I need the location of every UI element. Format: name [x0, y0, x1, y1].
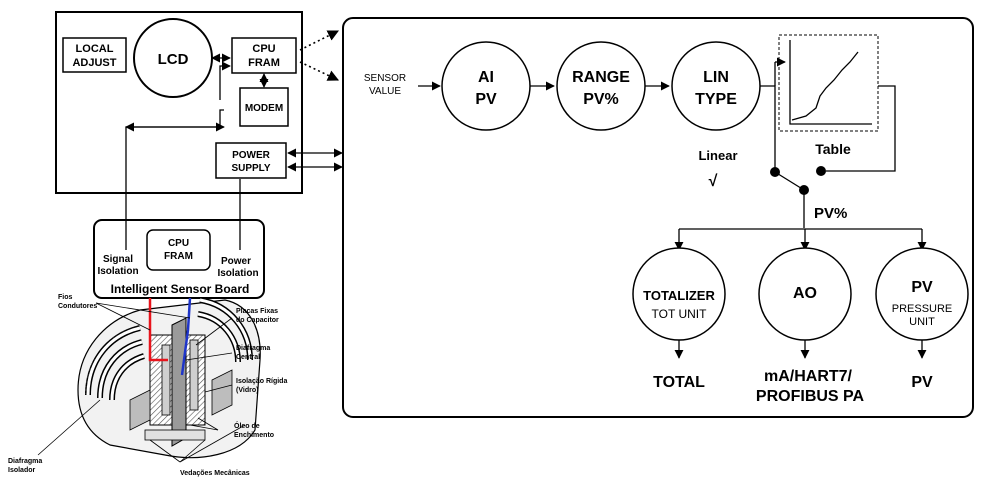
power-label: POWER — [232, 150, 271, 161]
tot-unit-label: TOT UNIT — [652, 307, 708, 321]
diafragma-central-label: Diafragma — [236, 345, 270, 352]
modem-label: MODEM — [245, 103, 283, 114]
placas-label-2: do Capacitor — [236, 317, 279, 324]
pv-label: PV — [911, 279, 933, 296]
table-curve-box — [778, 34, 879, 132]
placas-label: Placas Fixas — [236, 308, 278, 315]
lcd-label: LCD — [158, 51, 189, 68]
ai-label: AI — [478, 69, 494, 86]
pressure-unit-label: UNIT — [909, 316, 935, 328]
isolacao-label-2: (Vidro) — [236, 387, 258, 394]
range-label: RANGE — [572, 69, 630, 86]
switch-node-right — [816, 166, 826, 176]
diafragma-isolador-label: Diafragma — [8, 458, 42, 465]
range-block — [556, 41, 646, 131]
range-pv-label: PV% — [583, 91, 619, 108]
cpu-fram-box — [231, 37, 297, 74]
ao-output-label-2: PROFIBUS PA — [756, 388, 865, 405]
sensor-board-title: Intelligent Sensor Board — [111, 282, 250, 296]
power-isolation-label-2: Isolation — [217, 268, 258, 279]
sensor-value-label-2: VALUE — [369, 86, 401, 97]
power-supply-box — [215, 142, 287, 179]
pv-percent-label: PV% — [814, 205, 847, 222]
vedacoes-label: Vedações Mecânicas — [180, 470, 250, 477]
table-label: Table — [815, 141, 851, 157]
sqrt-symbol: √ — [709, 173, 718, 190]
lin-switch-wiring — [760, 57, 896, 228]
ao-output-label: mA/HART7/ — [764, 368, 853, 385]
sensor-board-fram-label: FRAM — [164, 251, 193, 262]
signal-isolation-label: Signal — [103, 254, 133, 265]
total-output-label: TOTAL — [653, 374, 705, 391]
oleo-label-2: Enchimento — [234, 432, 274, 439]
pv-output-label: PV — [911, 374, 933, 391]
pressure-label: PRESSURE — [892, 303, 953, 315]
signal-isolation-label-2: Isolation — [97, 266, 138, 277]
fram-label: FRAM — [248, 57, 280, 69]
sensor-board-cpu-label: CPU — [168, 238, 189, 249]
supply-links — [287, 148, 343, 172]
switch-node-left — [770, 167, 780, 177]
supply-label: SUPPLY — [231, 163, 270, 174]
totalizer-label: TOTALIZER — [643, 288, 715, 303]
diafragma-isolador-label-2: Isolador — [8, 467, 36, 474]
sensor-board-cpu-box — [146, 229, 211, 271]
blue-lead-wire — [180, 297, 192, 376]
type-label: TYPE — [695, 91, 737, 108]
oleo-label: Óleo de — [234, 421, 260, 430]
ai-block — [441, 41, 531, 131]
output-arrows — [674, 340, 927, 359]
local-adjust-box — [62, 37, 127, 73]
ao-label: AO — [793, 285, 817, 302]
electronics-housing — [55, 11, 303, 194]
isolacao-label: Isolação Rígida — [236, 378, 287, 385]
local-adjust-label: LOCAL — [76, 43, 114, 55]
sensor-value-label: SENSOR — [364, 73, 406, 84]
lin-label: LIN — [703, 69, 729, 86]
ai-pv-label: PV — [475, 91, 497, 108]
linear-label: Linear — [698, 148, 737, 163]
internal-connections — [125, 53, 269, 244]
distribution-bus — [674, 228, 927, 251]
switch-node-common — [799, 185, 809, 195]
local-adjust-label-2: ADJUST — [72, 57, 116, 69]
sensor-cell-callouts — [37, 302, 246, 463]
power-isolation-label: Power — [221, 256, 251, 267]
modem-box — [239, 87, 289, 127]
table-axes — [789, 40, 872, 125]
fios-label: Fios — [58, 294, 72, 301]
table-curve — [791, 51, 859, 121]
fios-label-2: Condutores — [58, 303, 97, 310]
lin-type-block — [671, 41, 761, 131]
diafragma-central-label-2: Central — [236, 354, 260, 361]
dotted-links — [299, 30, 340, 81]
cpu-label: CPU — [252, 43, 275, 55]
red-lead-wire — [148, 298, 168, 362]
sensor-cell-illustration — [77, 297, 261, 459]
